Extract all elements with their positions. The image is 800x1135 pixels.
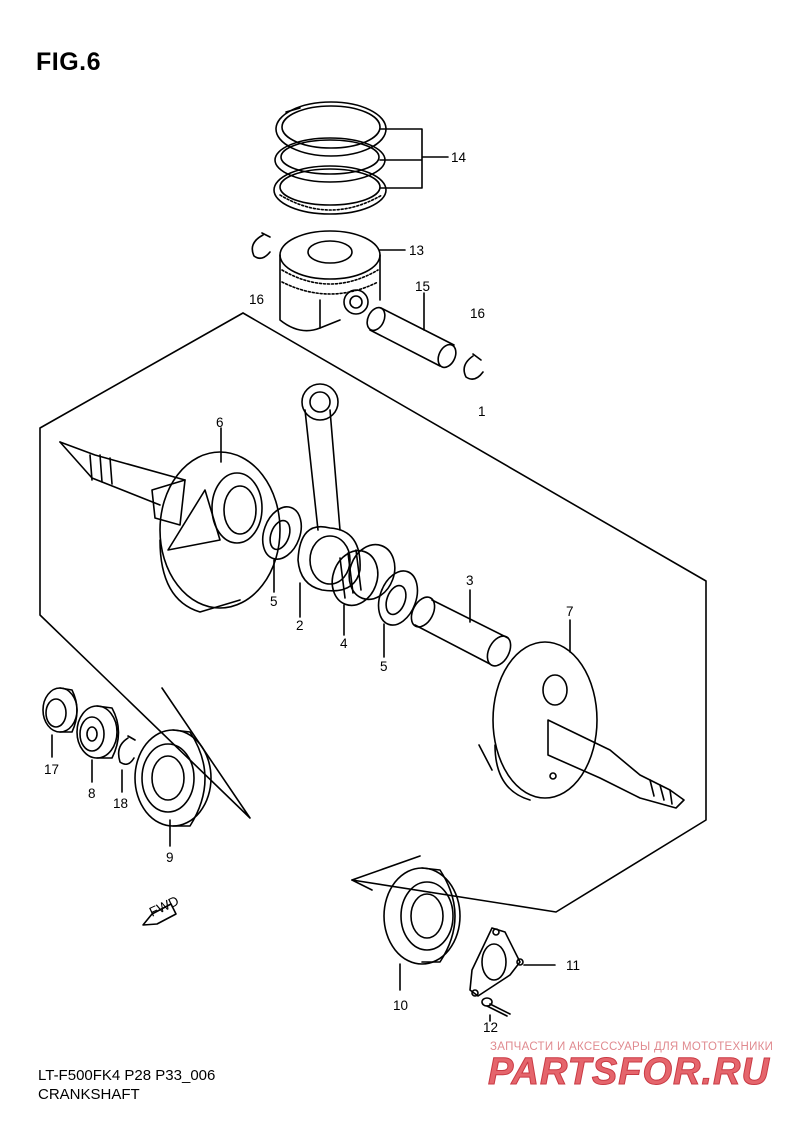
figure-title: FIG.6	[36, 48, 102, 76]
callout-label: 8	[88, 786, 96, 801]
piston-pin-circlip	[463, 353, 484, 380]
assembly-frame-lower	[351, 879, 373, 891]
callout-label: 16	[249, 292, 264, 307]
callout-label: 1	[478, 404, 486, 419]
callout-label: 17	[44, 762, 59, 777]
bearing-retainer	[469, 927, 556, 997]
piston-ring-set	[273, 101, 449, 215]
callout-label: 3	[466, 573, 474, 588]
callout-label: 4	[340, 636, 348, 651]
bearing	[76, 705, 120, 783]
oil-seal	[42, 687, 78, 758]
callout-label: 11	[566, 958, 580, 973]
callout-label: 9	[166, 850, 174, 865]
piston	[279, 230, 406, 332]
piston-pin-circlip	[251, 232, 271, 260]
connecting-rod	[297, 383, 361, 618]
forward-direction-arrow-icon: FWD	[142, 893, 181, 926]
crankshaft-bearing-right	[383, 867, 461, 991]
thrust-washer	[377, 570, 419, 658]
watermark-logo: PARTSFOR.RU	[488, 1051, 770, 1094]
callout-label: 14	[451, 150, 467, 165]
callout-label: 2	[296, 618, 304, 633]
callout-label: 10	[393, 998, 408, 1013]
screw	[481, 997, 511, 1022]
callout-label: 5	[270, 594, 278, 609]
crankshaft-bearing-left	[134, 729, 212, 847]
piston-pin	[366, 292, 457, 369]
callout-label: 5	[380, 659, 388, 674]
crank-right	[478, 619, 685, 809]
figure-name: CRANKSHAFT	[38, 1086, 140, 1103]
crank-pin	[410, 589, 512, 667]
callout-label: 15	[415, 279, 430, 294]
callout-label: 7	[566, 604, 574, 619]
callout-label: 6	[216, 415, 224, 430]
callout-label: 12	[483, 1020, 498, 1035]
crank-left	[59, 427, 281, 613]
thrust-washer	[261, 506, 303, 593]
callout-label: 16	[470, 306, 485, 321]
circlip	[117, 735, 136, 793]
watermark-tagline: ЗАПЧАСТИ И АКСЕССУАРЫ ДЛЯ МОТОТЕХНИКИ	[490, 1041, 774, 1053]
model-code: LT-F500FK4 P28 P33_006	[38, 1067, 216, 1084]
assembly-frame	[39, 312, 707, 913]
crank-pin-bearing	[331, 543, 396, 636]
callout-label: 13	[409, 243, 424, 258]
callout-label: 18	[113, 796, 128, 811]
